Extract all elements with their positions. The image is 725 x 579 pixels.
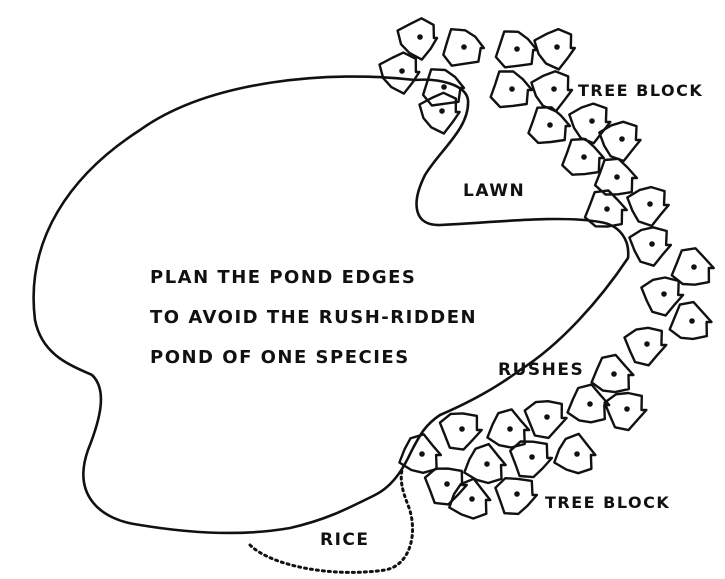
rice-label: RICE [320,530,370,550]
tree-trunk-dot [509,86,515,92]
tree-trunk-dot [661,291,667,297]
tree-trunk-dot [444,481,450,487]
tree-trunk-dot [587,401,593,407]
tree-trunk-dot [604,206,610,212]
tree-trunk-dot [614,174,620,180]
tree-canopy [668,300,713,341]
tree-canopy [442,28,486,67]
tree-trunk-dot [399,68,405,74]
tree-block-bottom-label: TREE BLOCK [545,493,670,512]
tree-canopy [463,442,507,485]
tree-canopy [561,137,606,176]
tree-canopy [418,91,461,135]
tree-canopy [421,68,466,107]
tree-canopy [396,17,439,61]
tree-canopy [438,412,483,451]
tree-canopy [494,477,539,516]
tree-canopy [523,400,568,440]
tree-trunk-dot [611,371,617,377]
tree-trunk-dot [624,406,630,412]
tree-canopy [494,30,539,69]
tree-canopy [583,189,628,228]
tree-trunk-dot [417,34,423,40]
tree-trunk-dot [441,84,447,90]
rice-area-outline [248,468,415,574]
tree-trunk-dot [419,451,425,457]
tree-trunk-dot [507,426,513,432]
tree-canopy [489,70,534,109]
tree-trunk-dot [589,118,595,124]
tree-canopy [628,226,673,267]
note-line-1: PLAN THE POND EDGES [150,267,416,288]
tree-trunk-dot [644,341,650,347]
tree-trunk-dot [619,136,625,142]
note-line-2: TO AVOID THE RUSH-RIDDEN [150,307,477,328]
tree-trunk-dot [574,451,580,457]
tree-trunk-dot [484,461,490,467]
lawn-label: LAWN [463,181,525,201]
tree-block-top-label: TREE BLOCK [578,81,703,100]
tree-canopy [398,433,443,474]
tree-trunk-dot [459,426,465,432]
tree-trunk-dot [461,44,467,50]
tree-trunk-dot [649,241,655,247]
tree-trunk-dot [647,201,653,207]
tree-canopy [598,120,642,163]
tree-canopy [448,477,492,520]
tree-canopy [623,326,668,367]
tree-trunk-dot [547,122,553,128]
note-line-3: POND OF ONE SPECIES [150,347,410,368]
tree-trunk-dot [439,108,445,114]
tree-trunk-dot [529,454,535,460]
tree-trunk-dot [514,46,520,52]
tree-trunk-dot [469,496,475,502]
tree-canopy [626,185,670,228]
tree-canopy [590,353,635,394]
pond-outline [32,75,630,535]
tree-canopy [533,27,576,71]
tree-trunk-dot [691,264,697,270]
tree-canopy [568,102,612,145]
tree-canopy [593,157,639,196]
tree-canopies [378,17,715,520]
tree-canopy [640,276,685,317]
rushes-label: RUSHES [498,360,584,380]
tree-trunk-dot [554,44,560,50]
tree-trunk-dot [689,318,695,324]
tree-canopy [566,383,611,424]
tree-trunk-dot [551,86,557,92]
tree-canopy [603,391,648,432]
tree-canopy [509,440,554,479]
tree-canopy [553,432,597,475]
tree-trunk-dot [581,154,587,160]
tree-canopy [530,70,574,113]
tree-canopy [527,106,572,145]
tree-canopy [670,247,715,286]
tree-trunk-dot [544,414,550,420]
tree-canopy [378,51,421,95]
tree-trunk-dot [514,491,520,497]
